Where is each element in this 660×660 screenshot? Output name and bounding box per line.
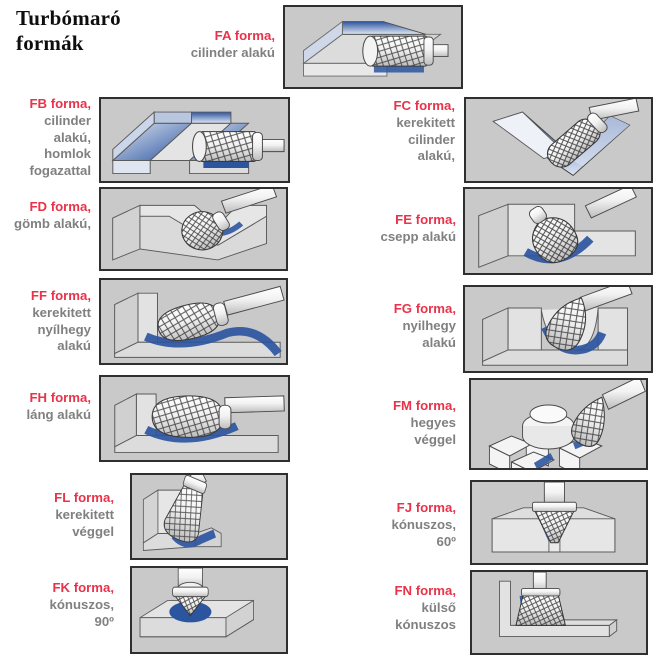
shape-code-fd: FD forma,	[29, 199, 91, 214]
shape-desc-fn-0: külső	[421, 599, 456, 615]
shape-code-fc: FC forma,	[393, 98, 455, 113]
shape-desc-ff-2: alakú	[57, 338, 91, 354]
shape-illustration-fl	[130, 473, 288, 560]
shape-code-fk: FK forma,	[52, 580, 114, 595]
shape-code-fj: FJ forma,	[396, 500, 456, 515]
shape-desc-fb-2: homlok	[44, 146, 91, 162]
cylinder-in-groove-art	[302, 20, 449, 77]
shape-desc-fj-1: 60º	[436, 533, 457, 549]
shape-desc-fg-0: nyilhegy	[402, 317, 457, 333]
cone-pointed-gear-art	[488, 380, 646, 468]
shape-desc-fj-0: kónuszos,	[391, 516, 456, 532]
shape-label-fe: FE forma,csepp alakú	[352, 212, 457, 246]
shape-desc-fm-1: véggel	[414, 431, 456, 447]
shape-code-fb: FB forma,	[29, 96, 91, 111]
shape-code-fm: FM forma,	[392, 398, 456, 413]
rounded-cylinder-vee-art	[492, 99, 640, 177]
shape-desc-fm-0: hegyes	[410, 414, 456, 430]
shape-desc-fb-3: fogazattal	[29, 163, 91, 179]
page-title-line2: formák	[16, 30, 84, 55]
shape-illustration-fj	[470, 480, 648, 565]
shape-illustration-fe	[463, 187, 653, 275]
shape-code-ff: FF forma,	[30, 288, 91, 303]
shape-desc-fg-1: alakú	[422, 334, 456, 350]
shape-illustration-fa	[283, 5, 463, 89]
shape-desc-fc-0: kerekitett	[396, 114, 455, 130]
rounded-tree-art	[114, 285, 285, 358]
shape-illustration-fk	[130, 566, 288, 654]
shape-desc-ff-1: nyílhegy	[37, 321, 92, 337]
shape-illustration-fn	[470, 570, 648, 655]
cylinder-face-teeth-art	[111, 110, 285, 175]
shape-label-fh: FH forma,láng alakú	[0, 390, 92, 424]
shape-desc-fe-0: csepp alakú	[380, 228, 457, 244]
cone-rounded-art	[142, 475, 222, 551]
shape-label-fk: FK forma,kónuszos,90º	[10, 580, 114, 630]
shape-illustration-fg	[463, 285, 653, 373]
shape-code-fg: FG forma,	[393, 301, 456, 316]
shape-label-fd: FD forma,gömb alakú,	[0, 199, 91, 233]
shape-desc-fc-1: cilinder	[408, 131, 455, 147]
shape-code-fe: FE forma,	[395, 212, 456, 227]
shape-desc-fl-0: kerekitett	[55, 506, 114, 522]
cone-60-art	[491, 482, 616, 553]
shape-desc-fb-0: cilinder	[44, 112, 91, 128]
shape-label-fa: FA forma,cilinder alakú	[165, 28, 275, 62]
shape-code-fn: FN forma,	[394, 583, 456, 598]
page-title: Turbómaró formák	[16, 6, 186, 55]
shape-desc-fl-1: véggel	[72, 523, 114, 539]
teardrop-corner-art	[478, 189, 637, 268]
shape-illustration-fc	[464, 97, 653, 183]
pointed-tree-art	[482, 287, 633, 366]
shape-desc-fn-1: kónuszos	[395, 616, 456, 632]
flame-art	[114, 393, 285, 453]
shape-desc-fb-1: alakú,	[53, 129, 91, 145]
shape-illustration-fd	[99, 187, 288, 271]
shape-illustration-fb	[99, 97, 290, 183]
shape-desc-fk-0: kónuszos,	[49, 596, 114, 612]
shape-label-fj: FJ forma,kónuszos,60º	[352, 500, 456, 550]
page-title-line1: Turbómaró	[16, 6, 121, 30]
shape-illustration-ff	[99, 278, 288, 365]
ball-in-vee-art	[112, 189, 278, 261]
cone-90-art	[139, 568, 254, 638]
shape-desc-fd-0: gömb alakú,	[14, 215, 91, 231]
inverted-cone-art	[499, 572, 619, 638]
shape-illustration-fh	[99, 375, 290, 462]
shape-code-fh: FH forma,	[29, 390, 91, 405]
shape-desc-fk-1: 90º	[94, 613, 115, 629]
shape-desc-fa-0: cilinder alakú	[190, 44, 275, 60]
shape-desc-fc-2: alakú,	[417, 148, 455, 164]
shape-illustration-fm	[469, 378, 648, 470]
shape-desc-ff-0: kerekitett	[32, 304, 91, 320]
shape-code-fl: FL forma,	[54, 490, 114, 505]
shape-desc-fh-0: láng alakú	[26, 406, 92, 422]
shape-code-fa: FA forma,	[214, 28, 275, 43]
